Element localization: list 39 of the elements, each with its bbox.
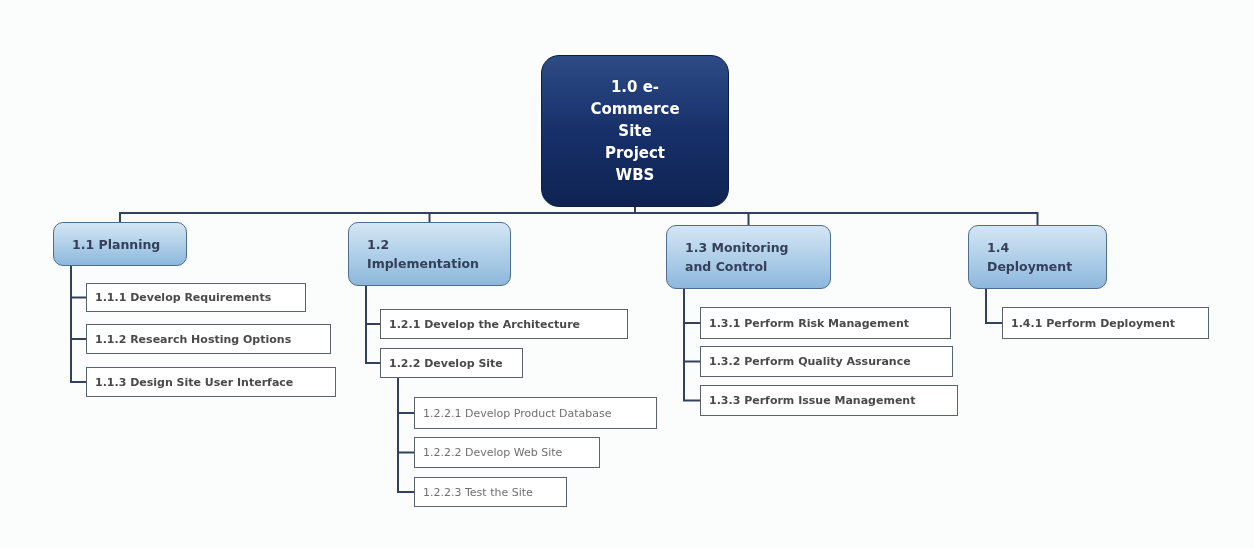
task-box [86, 367, 336, 397]
node-label: 1.1.1 Develop Requirements [95, 291, 272, 304]
connector-line [683, 288, 701, 402]
task-box [700, 385, 958, 416]
node-label: 1.4 Deployment [987, 239, 1074, 276]
node-label: 1.4.1 Perform Deployment [1011, 316, 1176, 330]
node-label: 1.3 Monitoring and Control [685, 239, 790, 276]
node-label: 1.1.3 Design Site User Interface [95, 375, 294, 389]
connector-line [70, 265, 87, 383]
node-label: 1.1.2 Research Hosting Options [95, 332, 292, 346]
node-label: 1.1 Planning [72, 235, 161, 254]
task-box [380, 348, 523, 378]
connector-line [985, 288, 1003, 324]
node-label: 1.2.2.2 Develop Web Site [423, 446, 563, 459]
connector-line [397, 377, 415, 493]
task-box [86, 283, 306, 312]
connector-line [365, 285, 381, 364]
node-label: 1.2.2.3 Test the Site [423, 485, 533, 499]
task-box [1002, 307, 1209, 339]
phase-box [53, 222, 187, 266]
node-label: 1.3.3 Perform Issue Management [709, 394, 916, 407]
node-label: 1.2.1 Develop the Architecture [389, 317, 581, 331]
node-label: 1.0 e-Commerce Site Project WBS [590, 77, 680, 186]
phase-box [968, 225, 1107, 289]
phase-box [348, 222, 511, 286]
node-label: 1.3.2 Perform Quality Assurance [709, 355, 911, 368]
node-label: 1.2.2.1 Develop Product Database [423, 406, 612, 420]
node-label: 1.2.2 Develop Site [389, 356, 503, 370]
task-box [86, 324, 331, 354]
root-box [541, 55, 729, 207]
node-label: 1.2 Implementation [367, 236, 480, 273]
task-box [700, 307, 951, 339]
task-box [414, 437, 600, 468]
task-box [700, 346, 953, 377]
task-box [414, 477, 567, 507]
phase-box [666, 225, 831, 289]
node-label: 1.3.1 Perform Risk Management [709, 316, 910, 330]
task-box [414, 397, 657, 429]
task-box [380, 309, 628, 339]
